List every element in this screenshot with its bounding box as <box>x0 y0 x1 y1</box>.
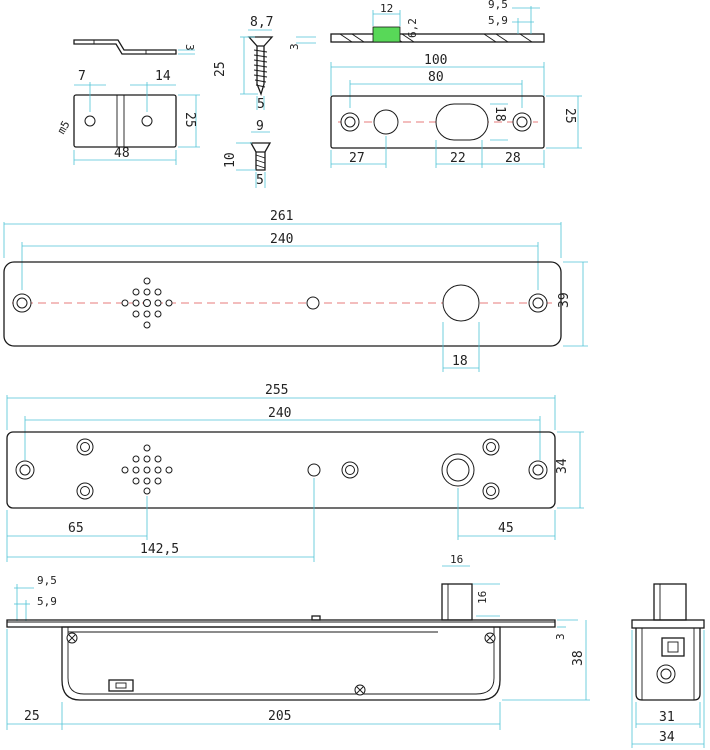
strike-plate-section: 12 6,2 9,5 5,9 <box>330 0 545 43</box>
dim-plate-95: 9,5 <box>488 0 508 11</box>
dim-bolt-5: 5 <box>256 173 264 188</box>
dim-lock-142: 142,5 <box>140 542 179 557</box>
dim-screw-3: 3 <box>288 43 301 50</box>
dim-plate-80: 80 <box>428 70 444 85</box>
wood-screw: 8,7 25 5 3 <box>213 15 316 112</box>
dim-plate-28: 28 <box>505 151 521 166</box>
dim-side-38: 38 <box>571 650 586 666</box>
dim-plate-22: 22 <box>450 151 466 166</box>
dim-side-3: 3 <box>554 633 567 640</box>
dim-side-95: 9,5 <box>37 574 57 587</box>
dim-plate-12: 12 <box>380 2 393 15</box>
dim-side-25: 25 <box>24 709 40 724</box>
dim-bracket-m5: m5 <box>55 118 73 136</box>
strike-plate-front: 100 80 18 25 27 22 28 <box>330 53 582 168</box>
countersunk-bolt: 9 10 5 <box>223 119 272 188</box>
dim-lock-240: 240 <box>268 406 291 421</box>
speaker-grille <box>121 277 173 329</box>
dim-lock-45: 45 <box>498 521 514 536</box>
lock-end-view: 31 34 <box>631 583 705 748</box>
dim-plate-100: 100 <box>424 53 447 68</box>
dim-side-16h: 16 <box>476 591 489 604</box>
speaker-grille-lock <box>121 444 173 495</box>
dim-bracket-3: 3 <box>183 44 196 51</box>
dim-screw-87: 8,7 <box>250 15 273 30</box>
dim-lock-255: 255 <box>265 383 288 398</box>
dim-plate-62: 6,2 <box>406 18 419 38</box>
dim-end-31: 31 <box>659 710 675 725</box>
dim-plate-27: 27 <box>349 151 365 166</box>
bracket-side-profile: 3 <box>73 39 196 55</box>
dim-screw-5: 5 <box>257 97 265 112</box>
dim-side-59: 5,9 <box>37 595 57 608</box>
dim-lock-34: 34 <box>555 458 570 474</box>
dim-bolt-9: 9 <box>256 119 264 134</box>
dim-bracket-48: 48 <box>114 146 130 161</box>
dim-plate-25: 25 <box>562 108 577 124</box>
dim-bolt-10: 10 <box>223 152 238 168</box>
dim-bracket-25: 25 <box>182 112 197 128</box>
dim-front-261: 261 <box>270 209 293 224</box>
dim-front-18: 18 <box>452 354 468 369</box>
dim-lock-65: 65 <box>68 521 84 536</box>
lock-side-view: 9,5 5,9 16 16 3 38 25 205 <box>6 553 590 730</box>
dim-screw-25: 25 <box>213 61 228 77</box>
dim-end-34: 34 <box>659 730 675 745</box>
front-faceplate: 261 240 39 <box>3 209 588 372</box>
dim-front-240: 240 <box>270 232 293 247</box>
bracket-top-view: 7 14 m5 25 48 <box>55 69 200 165</box>
dim-plate-59: 5,9 <box>488 14 508 27</box>
lock-body-cover: 255 240 <box>6 383 584 562</box>
dim-side-16w: 16 <box>450 553 463 566</box>
dim-plate-18: 18 <box>492 106 507 122</box>
dim-front-39: 39 <box>557 292 572 308</box>
dim-bracket-7: 7 <box>78 69 86 84</box>
dim-side-205: 205 <box>268 709 291 724</box>
dim-bracket-14: 14 <box>155 69 171 84</box>
